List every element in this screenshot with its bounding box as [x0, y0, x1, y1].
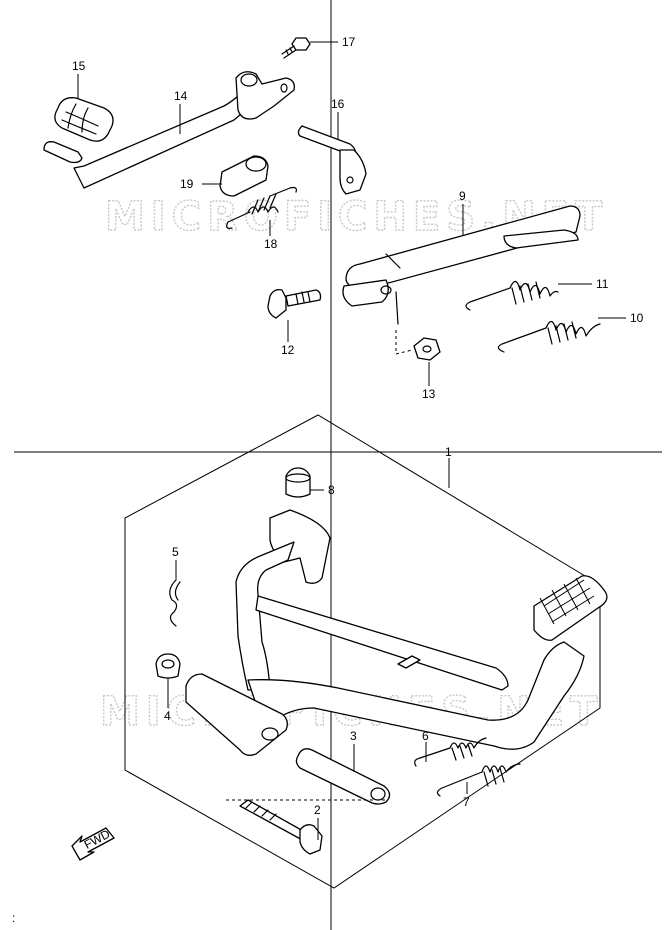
callout-4: 4 — [164, 709, 171, 723]
callout-1: 1 — [445, 445, 452, 459]
assembly-box — [124, 414, 601, 889]
grommet-4-part — [155, 653, 181, 679]
spring-11-part — [465, 280, 559, 311]
callout-17: 17 — [342, 35, 356, 49]
callout-12: 12 — [281, 343, 295, 357]
callout-13: 13 — [422, 387, 436, 401]
spring-6-part — [414, 737, 487, 767]
callout-19: 19 — [180, 177, 194, 191]
callout-7: 7 — [463, 795, 470, 809]
spring-7-part — [436, 763, 521, 797]
bolt-12-part — [267, 288, 322, 319]
nut-13-part — [395, 330, 441, 361]
bolt-17-part — [281, 37, 311, 59]
callout-10: 10 — [630, 311, 644, 325]
shift-rubber-part — [54, 97, 114, 142]
callout-labels: 15 14 17 16 19 18 9 11 10 12 13 1 8 5 4 … — [72, 35, 644, 817]
leader-lines — [77, 41, 626, 840]
callout-11: 11 — [596, 277, 609, 291]
shift-lever-part — [43, 71, 295, 189]
callout-14: 14 — [174, 89, 188, 103]
callout-18: 18 — [264, 237, 278, 251]
spring-18-part — [226, 186, 297, 229]
bolt-2-part — [226, 799, 386, 855]
callout-8: 8 — [328, 483, 335, 497]
callout-6: 6 — [422, 729, 429, 743]
brake-pedal-1-part — [185, 509, 608, 756]
callout-2: 2 — [314, 803, 321, 817]
fwd-arrow-icon: FWD — [71, 827, 115, 861]
footer-mark: : — [12, 911, 15, 925]
callout-5: 5 — [172, 545, 179, 559]
callout-9: 9 — [459, 189, 466, 203]
side-stand-9-part — [342, 205, 581, 325]
spring-10-part — [497, 320, 601, 353]
stopper-8-part — [285, 467, 311, 498]
callout-3: 3 — [350, 729, 357, 743]
callout-16: 16 — [331, 97, 345, 111]
bush-19-part — [219, 155, 269, 197]
clip-5-part — [169, 579, 181, 627]
callout-15: 15 — [72, 59, 86, 73]
shaft-3-part — [295, 748, 391, 805]
shift-arm-16-part — [297, 125, 367, 195]
